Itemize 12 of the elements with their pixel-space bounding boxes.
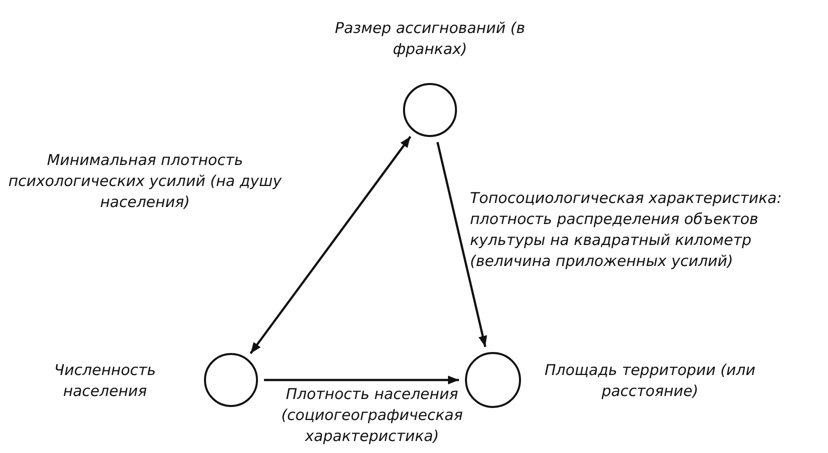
arrow <box>264 376 459 384</box>
arrow <box>436 142 488 348</box>
circle-node <box>403 83 457 137</box>
circle-node <box>465 352 521 408</box>
node-caption: Размер ассигнований (в франках) <box>334 18 526 60</box>
node-caption: Численность населения <box>53 360 157 402</box>
edge-label: Плотность населения (социогеографическая характеристика) <box>280 384 464 447</box>
arrow <box>250 136 412 354</box>
edge-label: Минимальная плотность психологических усилий (на душу населения) <box>7 150 283 213</box>
edge-label: Топосоциологическая характеристика: плотность распределения объектов культуры на квадратный километр (величина приложенных усилий) <box>470 188 783 272</box>
node-caption: Площадь территории (или расстояние) <box>544 360 756 402</box>
circle-node <box>204 353 258 407</box>
